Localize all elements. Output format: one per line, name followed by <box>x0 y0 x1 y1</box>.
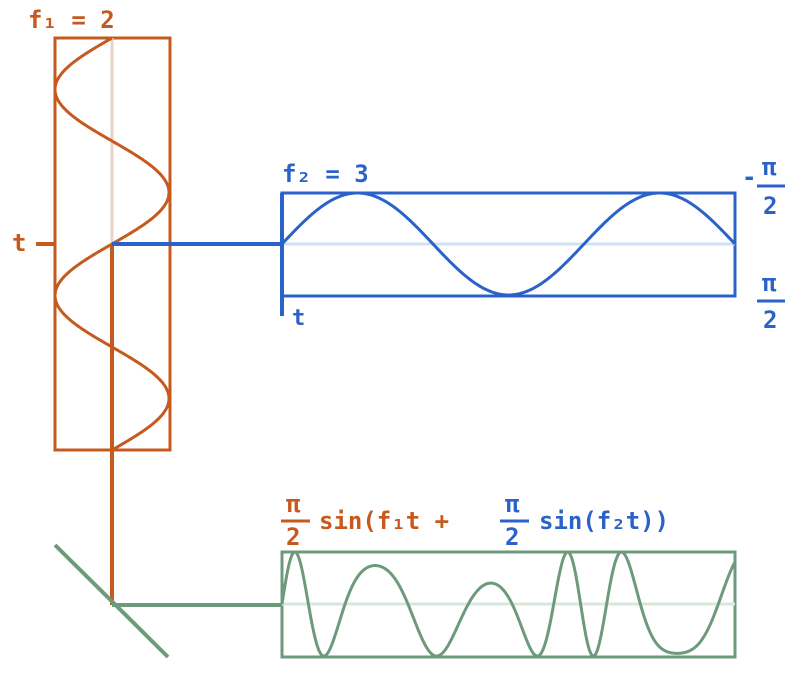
formula-part1: sin(f₁t + <box>319 507 449 535</box>
pi-top-denominator: 2 <box>763 192 777 220</box>
f1-label: f₁ = 2 <box>28 6 115 34</box>
mirror-line <box>53 543 170 659</box>
formula-frac1-denominator: 2 <box>286 523 300 551</box>
formula-frac2-denominator: 2 <box>505 523 519 551</box>
pi-bottom-numerator: π <box>762 269 777 297</box>
t-label-left: t <box>12 229 26 257</box>
formula-part2: sin(f₂t)) <box>539 507 669 535</box>
f2-label: f₂ = 3 <box>282 160 369 188</box>
t-label-bottom: t <box>292 306 305 331</box>
pi-top-sign: - <box>742 163 756 191</box>
blue-wave <box>280 191 737 297</box>
pi-bottom-denominator: 2 <box>763 306 777 334</box>
pi-top-numerator: π <box>762 153 777 181</box>
formula-frac2-numerator: π <box>505 490 520 518</box>
green-wave <box>280 550 737 658</box>
formula-frac1-numerator: π <box>286 490 301 518</box>
